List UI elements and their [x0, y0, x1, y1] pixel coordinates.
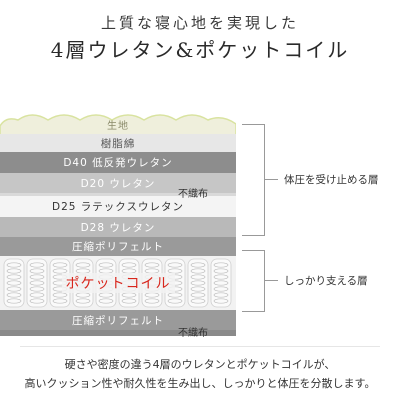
layer-fushokufu-bottom-strip: [0, 330, 236, 336]
layer-jushimen: 樹脂綿: [0, 134, 236, 152]
coil-ring: [6, 292, 22, 298]
coil-ring: [98, 262, 114, 268]
coil-ring: [75, 262, 91, 268]
coil-ring: [190, 262, 206, 268]
coil-ring: [190, 280, 206, 286]
coil-ring: [6, 280, 22, 286]
heading-line-1: 上質な寝心地を実現した: [100, 14, 299, 32]
lower-group-connector: [264, 280, 278, 281]
coil-ring: [167, 292, 183, 298]
layer-d25: D25 ラテックスウレタン: [0, 196, 236, 217]
coil-ring: [29, 292, 45, 298]
coil-pocket-8: [187, 258, 209, 308]
coil-ring: [167, 268, 183, 274]
coil-ring: [121, 262, 137, 268]
coil-ring: [167, 262, 183, 268]
coil-ring: [167, 298, 183, 304]
coil-ring: [52, 268, 68, 274]
separator-line: [20, 346, 380, 347]
coil-ring: [52, 262, 68, 268]
lower-group-bracket: [242, 250, 265, 312]
pocket-coil-label: ポケットコイル: [61, 273, 175, 293]
layer-felt-top: 圧縮ポリフェルト: [0, 237, 236, 256]
coil-ring: [213, 280, 229, 286]
coil-ring: [6, 286, 22, 292]
coil-pocket-1: [26, 258, 48, 308]
coil-ring: [6, 274, 22, 280]
upper-group-label: 体圧を受け止める層: [284, 174, 379, 186]
coil-ring: [29, 262, 45, 268]
layer-kiji-label: 生地: [107, 120, 129, 132]
layer-d20: D20 ウレタン: [0, 173, 236, 193]
coil-ring: [6, 298, 22, 304]
coil-ring: [190, 274, 206, 280]
coil-ring: [213, 274, 229, 280]
coil-ring: [190, 298, 206, 304]
coil-ring: [75, 298, 91, 304]
description-line-2: 高いクッション性や耐久性を生み出し、しっかりと体圧を分散します。: [24, 377, 376, 390]
coil-ring: [6, 262, 22, 268]
coil-ring: [144, 262, 160, 268]
coil-ring: [213, 286, 229, 292]
layer-d28: D28 ウレタン: [0, 217, 236, 237]
coil-pocket-0: [3, 258, 25, 308]
coil-ring: [121, 298, 137, 304]
layer-d40: D40 低反発ウレタン: [0, 152, 236, 173]
layer-pocket-coil: ポケットコイル: [0, 256, 236, 310]
coil-ring: [29, 274, 45, 280]
coil-ring: [29, 280, 45, 286]
heading-line-2: 4層ウレタン&ポケットコイル: [50, 38, 350, 62]
layer-felt-bottom: 圧縮ポリフェルト: [0, 310, 236, 330]
coil-ring: [213, 292, 229, 298]
coil-ring: [144, 298, 160, 304]
coil-ring: [213, 268, 229, 274]
coil-ring: [98, 298, 114, 304]
upper-group-connector: [264, 179, 278, 180]
coil-ring: [213, 262, 229, 268]
fushokufu-bottom-label: 不織布: [178, 328, 208, 339]
coil-ring: [190, 286, 206, 292]
lower-group-label: しっかり支える層: [284, 275, 368, 287]
coil-ring: [52, 292, 68, 298]
coil-ring: [52, 298, 68, 304]
coil-ring: [6, 268, 22, 274]
coil-ring: [29, 298, 45, 304]
description-line-1: 硬さや密度の違う4層のウレタンとポケットコイルが、: [64, 358, 336, 371]
fushokufu-top-label: 不織布: [178, 189, 208, 200]
upper-group-bracket: [242, 124, 265, 236]
coil-ring: [29, 286, 45, 292]
coil-ring: [213, 298, 229, 304]
coil-pocket-9: [210, 258, 232, 308]
coil-ring: [190, 292, 206, 298]
mattress-cross-section: 生地 樹脂綿 D40 低反発ウレタン D20 ウレタン D25 ラテックスウレタ…: [0, 112, 236, 339]
layer-fushokufu-top-strip: [0, 193, 236, 196]
coil-ring: [29, 268, 45, 274]
coil-ring: [190, 268, 206, 274]
